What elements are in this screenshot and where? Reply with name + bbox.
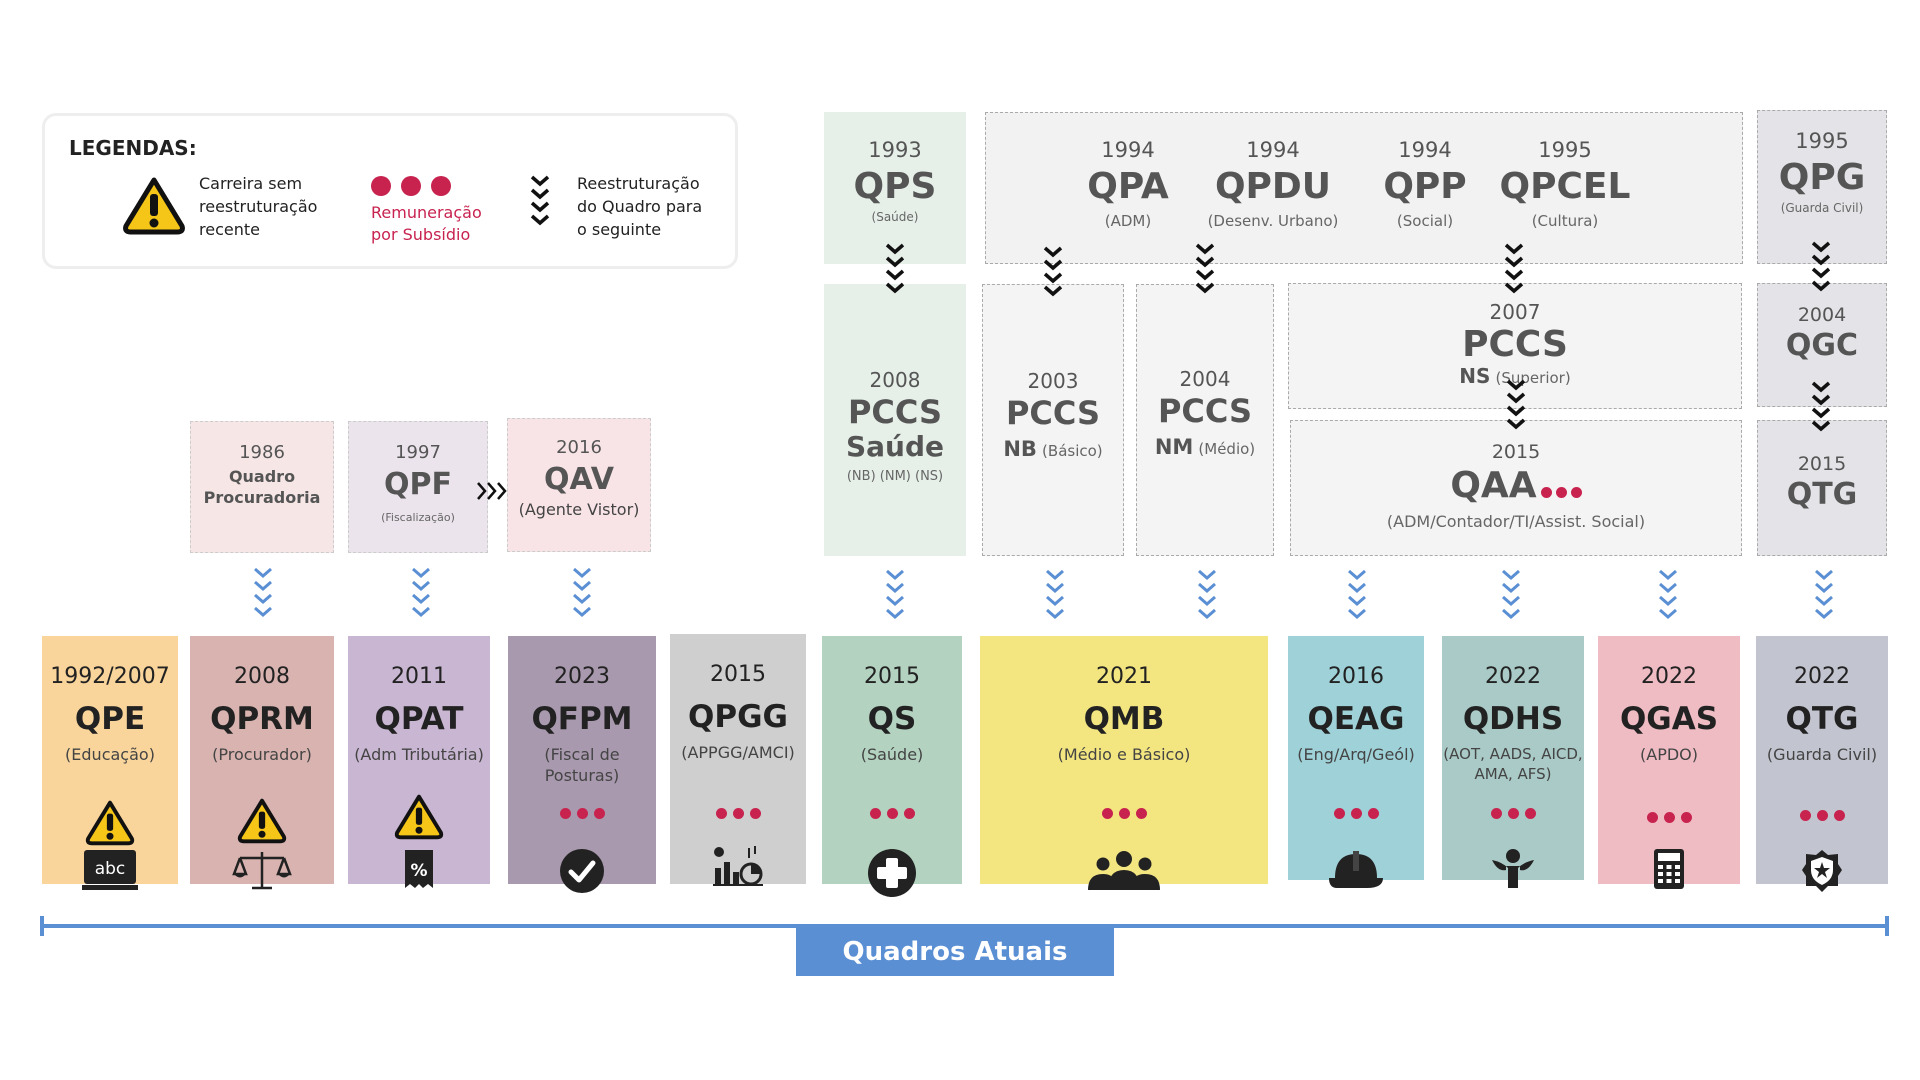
old-qav: 2016 QAV (Agente Vistor) xyxy=(507,418,651,552)
restructure-chevrons-icon xyxy=(1506,379,1526,430)
old-qpdu: 1994 QPDU (Desenv. Urbano) xyxy=(1207,138,1339,230)
old-qpf: 1997 QPF (Fiscalização) xyxy=(348,421,488,553)
check-circle-icon xyxy=(560,849,604,893)
restructure-chevrons-icon xyxy=(530,175,550,226)
restructure-chevrons-icon xyxy=(1811,241,1831,292)
timeline-line xyxy=(42,924,1888,928)
calculator-icon xyxy=(1654,849,1684,889)
subsidy-dots-icon xyxy=(1540,466,1582,507)
current-quadros-label: Quadros Atuais xyxy=(796,928,1114,976)
old-qgc: 2004 QGC xyxy=(1757,283,1887,407)
current-qfpm: 2023 QFPM (Fiscal de Posturas) xyxy=(508,636,656,893)
svg-text:abc: abc xyxy=(95,859,126,879)
police-badge-icon xyxy=(1802,850,1842,892)
restructure-chevrons-icon xyxy=(1043,246,1063,297)
legend-item-subsidy: Remuneração por Subsídio xyxy=(371,203,482,244)
blue-chevrons-icon xyxy=(1502,569,1520,619)
subsidy-dots-icon xyxy=(508,804,656,823)
subsidy-dots-icon xyxy=(1442,804,1584,823)
old-qpg: 1995 QPG (Guarda Civil) xyxy=(1757,110,1887,264)
old-pccs-nb: 2003 PCCS NB (Básico) xyxy=(982,284,1124,556)
legend-title: LEGENDAS: xyxy=(69,136,197,160)
old-qpa: 1994 QPA (ADM) xyxy=(1087,138,1169,230)
legend-item-no-restructure: Carreira sem reestruturação recente xyxy=(199,174,318,239)
blue-chevrons-icon xyxy=(412,567,430,617)
blue-chevrons-icon xyxy=(1659,569,1677,619)
old-admin-group xyxy=(985,112,1743,264)
current-qgas: 2022 QGAS (APDO) xyxy=(1598,636,1740,889)
old-pccs-saude: 2008 PCCS Saúde (NB) (NM) (NS) xyxy=(824,284,966,556)
timeline-left-tick xyxy=(40,916,44,936)
old-qtg: 2015 QTG xyxy=(1757,420,1887,556)
current-qpe: 1992/2007 QPE (Educação) abc xyxy=(42,636,178,890)
subsidy-dots-icon xyxy=(1288,804,1424,823)
legend-panel: LEGENDAS: Carreira sem reestruturação re… xyxy=(42,113,738,269)
analytics-icon xyxy=(713,846,763,886)
old-qaa: 2015 QAA (ADM/Contador/TI/Assist. Social… xyxy=(1290,420,1742,556)
old-qps: 1993 QPS (Saúde) xyxy=(824,112,966,264)
current-qtg: 2022 QTG (Guarda Civil) xyxy=(1756,636,1888,892)
restructure-chevrons-icon xyxy=(1504,243,1524,294)
warning-icon xyxy=(123,177,185,235)
timeline-right-tick xyxy=(1885,916,1889,936)
current-qprm: 2008 QPRM (Procurador) xyxy=(190,636,334,890)
current-qs: 2015 QS (Saúde) xyxy=(822,636,962,897)
scales-icon xyxy=(232,852,292,890)
old-qpcel: 1995 QPCEL (Cultura) xyxy=(1499,138,1631,230)
blue-chevrons-icon xyxy=(1815,569,1833,619)
subsidy-dots-icon xyxy=(1756,806,1888,825)
abc-board-icon: abc xyxy=(82,850,138,890)
old-pccs-nm: 2004 PCCS NM (Médio) xyxy=(1136,284,1274,556)
current-qmb: 2021 QMB (Médio e Básico) xyxy=(980,636,1268,890)
blue-chevrons-icon xyxy=(886,569,904,619)
warning-icon xyxy=(237,798,287,844)
blue-chevrons-icon xyxy=(1046,569,1064,619)
current-qpgg: 2015 QPGG (APPGG/AMCI) xyxy=(670,634,806,886)
restructure-chevrons-icon xyxy=(1811,381,1831,432)
group-icon xyxy=(1088,851,1160,890)
warning-icon xyxy=(394,794,444,840)
legend-item-restructure: Reestruturação do Quadro para o seguinte xyxy=(577,174,703,239)
current-qeag: 2016 QEAG (Eng/Arq/Geól) xyxy=(1288,636,1424,888)
person-icon xyxy=(1492,849,1534,888)
current-qdhs: 2022 QDHS (AOT, AADS, AICD, AMA, AFS) xyxy=(1442,636,1584,888)
restructure-chevrons-icon xyxy=(1195,243,1215,294)
subsidy-dots-icon xyxy=(1598,808,1740,827)
old-quadro-procuradoria: 1986 Quadro Procuradoria xyxy=(190,421,334,553)
svg-text:%: % xyxy=(410,861,427,881)
subsidy-dots-icon xyxy=(371,176,451,200)
blue-chevrons-icon xyxy=(1198,569,1216,619)
receipt-percent-icon: % xyxy=(405,850,433,888)
blue-chevrons-icon xyxy=(1348,569,1366,619)
blue-chevrons-icon xyxy=(254,567,272,617)
restructure-chevrons-icon xyxy=(885,243,905,294)
hard-hat-icon xyxy=(1329,851,1383,888)
subsidy-dots-icon xyxy=(822,804,962,823)
subsidy-dots-icon xyxy=(670,804,806,823)
old-qpp: 1994 QPP (Social) xyxy=(1383,138,1467,230)
subsidy-dots-icon xyxy=(980,804,1268,823)
blue-chevrons-icon xyxy=(573,567,591,617)
warning-icon xyxy=(85,800,135,846)
current-qpat: 2011 QPAT (Adm Tributária) % xyxy=(348,636,490,888)
medical-cross-icon xyxy=(868,849,916,897)
